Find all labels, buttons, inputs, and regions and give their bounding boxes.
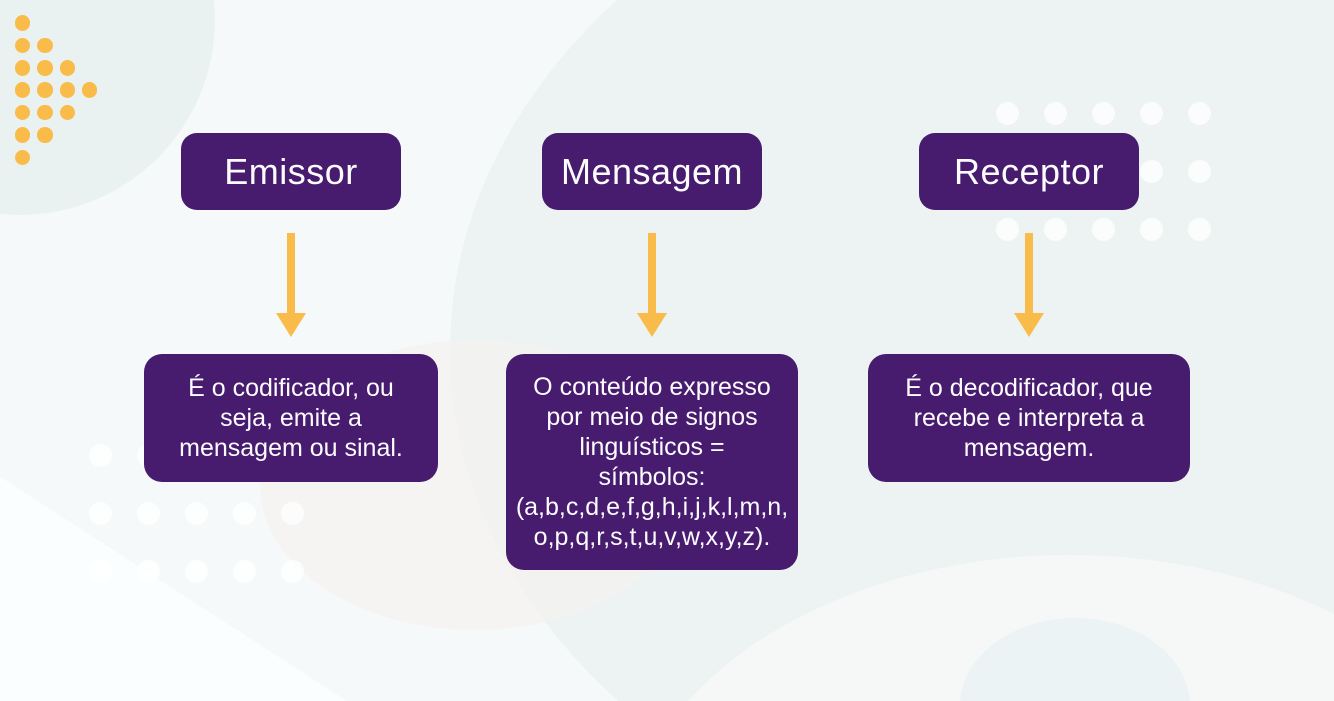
white-dot — [1188, 160, 1211, 183]
yellow-dot — [59, 104, 75, 121]
mensagem-description-box: O conteúdo expresso por meio de signos l… — [506, 354, 798, 570]
column-emissor: Emissor É o codificador, ou seja, emite … — [144, 133, 438, 482]
white-dot — [996, 102, 1019, 125]
yellow-dots-arrow-decoration — [0, 0, 120, 180]
white-dot — [89, 502, 112, 525]
description-line: O conteúdo expresso — [533, 373, 771, 401]
yellow-dot — [14, 60, 31, 76]
yellow-dot — [81, 82, 98, 98]
yellow-dot — [14, 149, 31, 166]
description-line: mensagem. — [963, 434, 1095, 462]
white-dot — [1044, 218, 1067, 241]
mensagem-header-label: Mensagem — [560, 150, 744, 192]
white-dot — [1092, 102, 1115, 125]
yellow-dot — [14, 15, 31, 31]
description-line: seja, emite a — [220, 404, 362, 432]
description-line: o,p,q,r,s,t,u,v,w,x,y,z). — [533, 523, 771, 551]
column-mensagem: Mensagem O conteúdo expresso por meio de… — [506, 133, 798, 570]
yellow-dot — [14, 37, 31, 54]
arrow-shaft — [1025, 233, 1033, 313]
white-dot — [1140, 160, 1163, 183]
description-line: recebe e interpreta a — [913, 404, 1145, 432]
yellow-dot — [59, 82, 75, 98]
description-line: (a,b,c,d,e,f,g,h,i,j,k,l,m,n, — [515, 493, 789, 521]
description-line: mensagem ou sinal. — [179, 434, 403, 462]
white-dot — [1140, 218, 1163, 241]
yellow-dot — [37, 37, 53, 54]
white-dot — [185, 502, 208, 525]
emissor-header-box: Emissor — [181, 133, 401, 210]
arrow-head — [637, 313, 667, 337]
yellow-dot — [14, 127, 31, 143]
white-dot — [1140, 102, 1163, 125]
white-dot — [89, 444, 112, 467]
white-dot — [1092, 218, 1115, 241]
white-dot — [281, 502, 304, 525]
receptor-header-box: Receptor — [919, 133, 1139, 210]
emissor-description-box: É o codificador, ou seja, emite a mensag… — [144, 354, 438, 482]
yellow-dot — [37, 60, 53, 76]
description-line: linguísticos = — [579, 433, 725, 461]
white-dot — [89, 560, 112, 583]
white-dot — [137, 502, 160, 525]
description-line: É o decodificador, que — [905, 374, 1153, 402]
yellow-dot — [37, 127, 53, 143]
white-dot — [233, 560, 256, 583]
description-line: símbolos: — [598, 463, 706, 491]
down-arrow-icon — [1014, 233, 1044, 337]
white-dot — [996, 218, 1019, 241]
arrow-shaft — [648, 233, 656, 313]
emissor-header-label: Emissor — [224, 150, 358, 192]
description-line: É o codificador, ou — [188, 374, 394, 402]
yellow-dot — [14, 82, 31, 98]
white-dot — [281, 560, 304, 583]
white-dot — [185, 560, 208, 583]
yellow-dot — [14, 104, 31, 121]
receptor-header-label: Receptor — [953, 150, 1105, 192]
arrow-head — [1014, 313, 1044, 337]
white-dot — [1188, 102, 1211, 125]
receptor-description-box: É o decodificador, que recebe e interpre… — [868, 354, 1190, 482]
down-arrow-icon — [276, 233, 306, 337]
yellow-dot — [37, 82, 53, 98]
yellow-dot — [59, 60, 75, 76]
column-receptor: Receptor É o decodificador, que recebe e… — [868, 133, 1190, 482]
description-line: por meio de signos — [546, 403, 758, 431]
white-dot — [137, 560, 160, 583]
white-dot — [1044, 102, 1067, 125]
arrow-head — [276, 313, 306, 337]
mensagem-header-box: Mensagem — [542, 133, 762, 210]
arrow-shaft — [287, 233, 295, 313]
white-dot — [233, 502, 256, 525]
white-dot — [1188, 218, 1211, 241]
down-arrow-icon — [637, 233, 667, 337]
yellow-dot — [37, 104, 53, 121]
